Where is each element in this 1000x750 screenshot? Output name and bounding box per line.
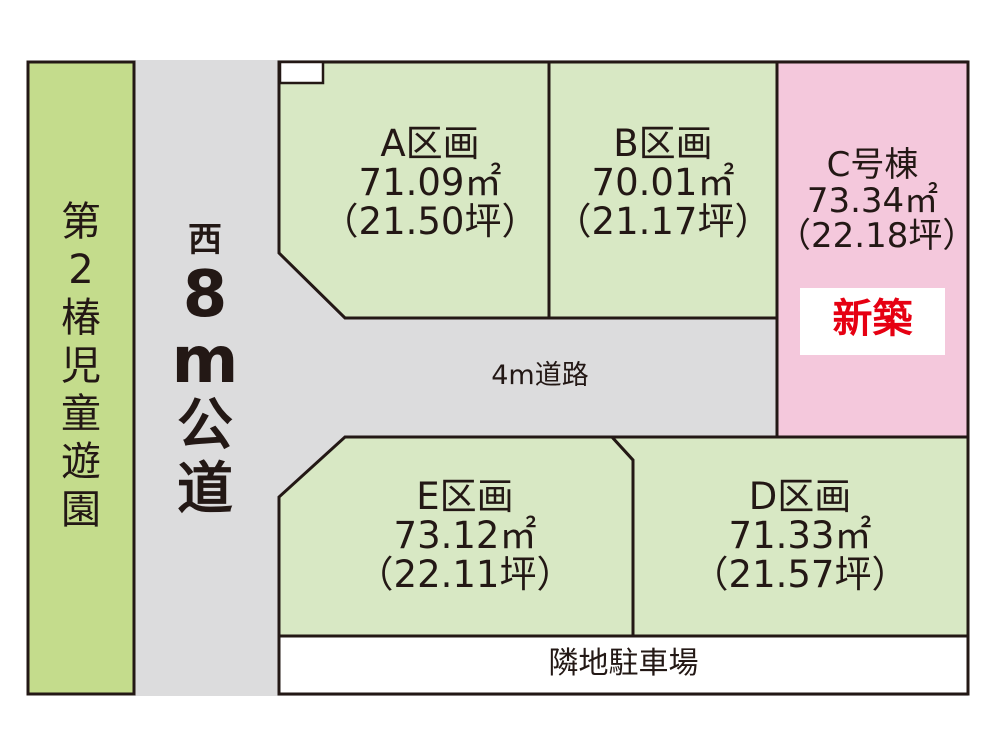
lot-name: B区画 [613,122,713,165]
lot-tsubo: （21.50坪） [321,199,539,243]
lot-e-label: E区画 73.12㎡ （22.11坪） [330,475,600,596]
side-road-label: 4m道路 [491,360,589,391]
new-badge-box [800,288,945,355]
park-char: 児 [61,343,101,389]
lot-d-label: D区画 71.33㎡ （21.57坪） [665,475,935,596]
park-char: 2 [68,247,94,293]
main-road-area [135,60,280,696]
lot-a [277,60,551,320]
lot-tsubo: （22.11坪） [356,552,574,596]
lot-name: E区画 [416,475,514,518]
road-kind-char: 道 [177,457,233,522]
lot-area: 71.09㎡ [358,160,502,204]
lot-a-marker [278,60,325,85]
lot-b-label: B区画 70.01㎡ （21.17坪） [549,122,777,243]
lot-tsubo: （21.57坪） [691,552,909,596]
road-kind-char: 公 [177,393,233,458]
road-direction: 西 [188,220,222,260]
park-char: 童 [61,391,101,437]
park-char: 園 [61,487,101,533]
lot-area: 73.12㎡ [393,513,537,557]
lot-name: A区画 [380,122,480,165]
lot-c-label: C号棟 73.34㎡ （22.18坪） [777,145,977,257]
road-width: 8 [182,258,228,332]
lot-b [547,60,779,320]
lot-tsubo: （22.18坪） [777,216,977,257]
park-label: 第 2 椿 児 童 遊 園 [28,198,134,534]
lot-tsubo: （21.17坪） [554,199,772,243]
lot-area: 71.33㎡ [728,513,872,557]
lot-name: C号棟 [826,145,919,185]
main-road-label: 西 8 m 公 道 [160,218,250,522]
new-badge: 新築 [832,296,913,342]
lot-a-label: A区画 71.09㎡ （21.50坪） [310,122,550,243]
park-char: 椿 [61,295,101,341]
park-char: 第 [61,199,101,245]
lot-name: D区画 [748,475,852,518]
park-area [26,60,136,696]
road-unit: m [171,324,239,398]
parking-area [277,634,970,696]
lot-area: 73.34㎡ [806,180,939,221]
parking-label: 隣地駐車場 [548,646,699,681]
lot-area: 70.01㎡ [591,160,735,204]
park-char: 遊 [61,439,101,485]
